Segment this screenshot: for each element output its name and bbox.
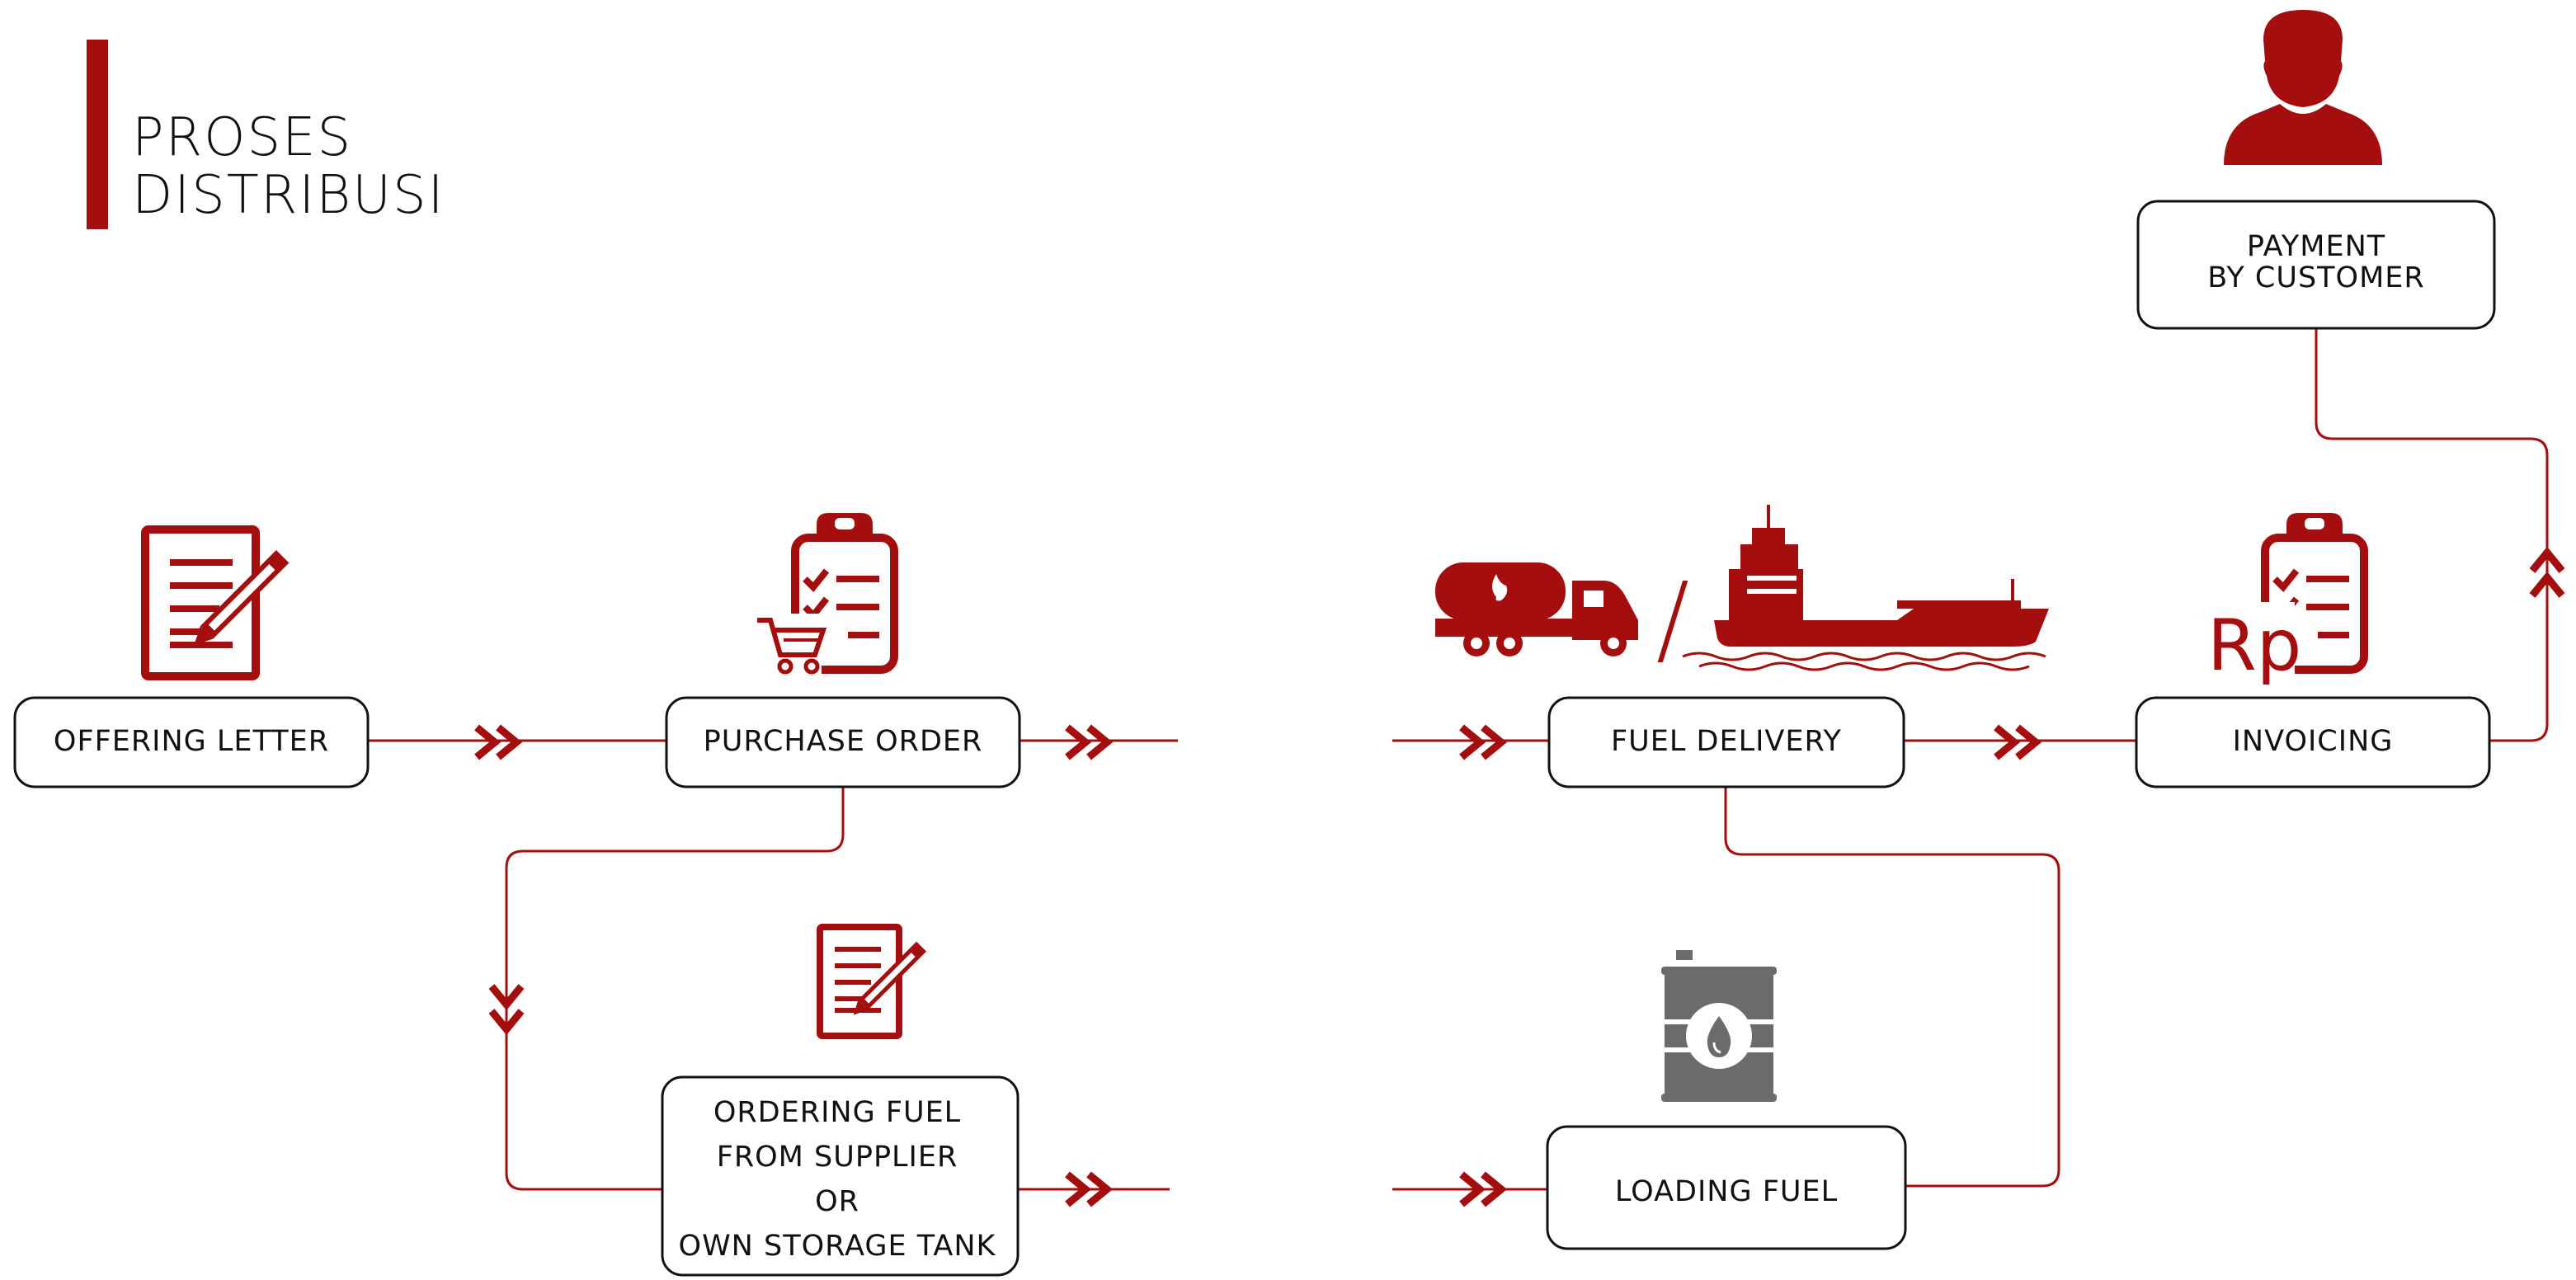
customer-person-icon: [2224, 10, 2382, 165]
payment-label-line-2: BY CUSTOMER: [2207, 261, 2424, 294]
ordering-fuel-line-3: OR: [815, 1185, 859, 1218]
order-document-icon: [817, 924, 927, 1039]
payment-label-line-1: PAYMENT: [2247, 230, 2385, 263]
loading-fuel-box: LOADING FUEL: [1546, 1125, 1907, 1250]
invoicing-label: INVOICING: [2233, 725, 2394, 758]
double-chevron-right-icon: [1065, 724, 1114, 760]
ordering-fuel-box: ORDERING FUEL FROM SUPPLIER OR OWN STORA…: [661, 1075, 1020, 1277]
loading-fuel-label: LOADING FUEL: [1615, 1175, 1838, 1208]
double-chevron-right-icon: [474, 724, 523, 760]
edge-loading-to-fuel-delivery: [1724, 787, 2060, 1188]
fuel-delivery-box: FUEL DELIVERY: [1547, 696, 1905, 788]
document-pencil-icon: [141, 525, 290, 680]
tanker-truck-icon: [1435, 562, 1638, 656]
edge-invoicing-to-payment: [2315, 328, 2549, 742]
rupiah-currency-icon: Rp: [2207, 605, 2301, 687]
flow-arrows: [474, 546, 2565, 1207]
ordering-fuel-line-1: ORDERING FUEL: [713, 1096, 961, 1129]
offering-letter-label: OFFERING LETTER: [54, 725, 329, 758]
double-chevron-right-icon: [1459, 1171, 1508, 1207]
transport-separator: /: [1656, 562, 1689, 677]
ordering-fuel-line-4: OWN STORAGE TANK: [679, 1230, 996, 1263]
fuel-delivery-label: FUEL DELIVERY: [1611, 725, 1842, 758]
double-chevron-up-icon: [2529, 546, 2565, 598]
title-line-2: DISTRIBUSI: [132, 165, 445, 226]
edge-po-to-ordering: [505, 787, 845, 1191]
double-chevron-down-icon: [488, 984, 525, 1036]
connectors: [368, 328, 2549, 1191]
clipboard-cart-icon: [757, 513, 898, 680]
payment-box: PAYMENT BY CUSTOMER: [2136, 200, 2496, 330]
title-line-1: PROSES: [132, 107, 352, 168]
title-accent-bar: [87, 40, 108, 229]
page-title: PROSES DISTRIBUSI: [87, 40, 445, 229]
oil-barrel-icon: [1661, 950, 1777, 1102]
offering-letter-box: OFFERING LETTER: [13, 696, 370, 788]
invoicing-box: INVOICING: [2135, 696, 2491, 788]
double-chevron-right-icon: [1065, 1171, 1114, 1207]
purchase-order-box: PURCHASE ORDER: [665, 696, 1021, 788]
purchase-order-label: PURCHASE ORDER: [704, 725, 983, 758]
double-chevron-right-icon: [1994, 724, 2042, 760]
double-chevron-right-icon: [1459, 724, 1508, 760]
clipboard-invoice-icon: [2204, 513, 2368, 676]
ordering-fuel-line-2: FROM SUPPLIER: [717, 1141, 958, 1174]
tanker-ship-icon: [1682, 505, 2049, 671]
